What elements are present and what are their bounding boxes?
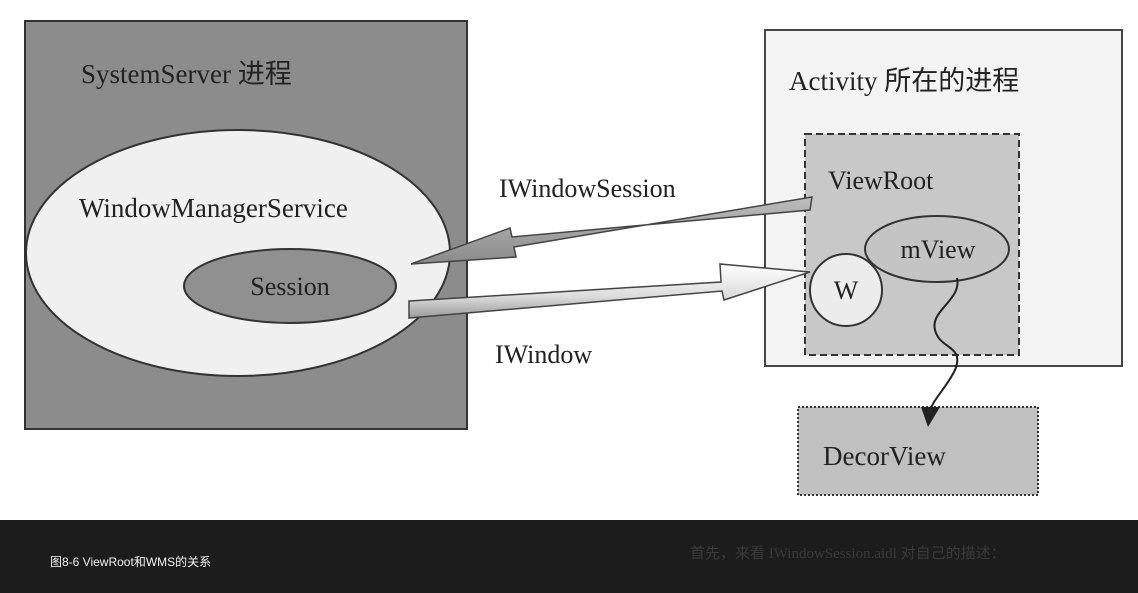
viewroot-wms-diagram: SystemServer 进程 WindowManagerService Ses…: [24, 20, 1123, 496]
iwindow-arrow: [408, 263, 811, 319]
decorview-label: DecorView: [823, 441, 946, 471]
mview-to-decorview-line: [929, 277, 959, 413]
session-label: Session: [250, 272, 329, 301]
decorview-box: [797, 406, 1039, 496]
caption-overlay-text: 首先，来看 IWindowSession.aidl 对自己的描述：: [690, 546, 1006, 562]
session-ellipse: [183, 248, 397, 324]
iwindowsession-arrow: [410, 196, 813, 265]
decorview-arrowhead: [921, 407, 940, 427]
system-server-label: SystemServer 进程: [81, 59, 292, 89]
mview-ellipse: [864, 215, 1010, 283]
viewroot-label: ViewRoot: [828, 166, 934, 195]
mview-label: mView: [901, 235, 976, 264]
iwindowsession-label: IWindowSession: [499, 174, 676, 203]
activity-process-label: Activity 所在的进程: [789, 66, 1019, 96]
wms-label: WindowManagerService: [79, 193, 348, 223]
caption-bar: 图8-6 ViewRoot和WMS的关系 首先，来看 IWindowSessio…: [0, 520, 1138, 593]
iwindow-label: IWindow: [495, 340, 592, 369]
w-label: W: [834, 276, 859, 305]
w-circle: [809, 253, 883, 327]
figure-caption: 图8-6 ViewRoot和WMS的关系: [50, 555, 212, 569]
